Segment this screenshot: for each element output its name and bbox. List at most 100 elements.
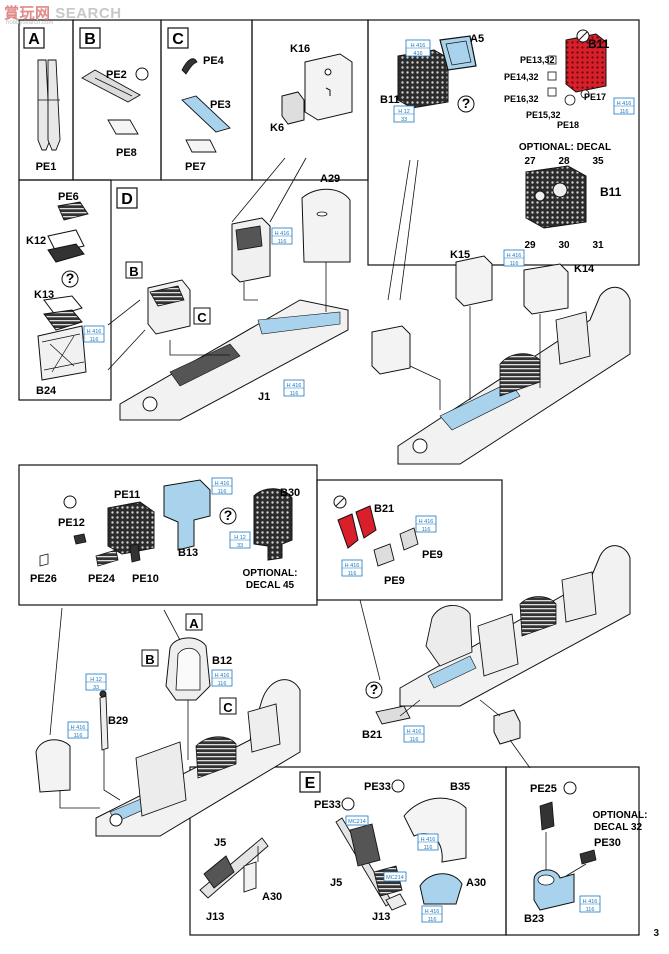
ref-box-b-d — [125, 261, 143, 279]
optional-decal-32-l2: DECAL 32 — [594, 822, 643, 833]
paint-callout-h416-pe17: H 416 116 — [613, 97, 635, 115]
label-j5-b: J5 — [330, 877, 342, 889]
label-pe6: PE6 — [58, 191, 79, 203]
label-pe26: PE26 — [30, 573, 57, 585]
part-b30-panel — [253, 488, 293, 561]
part-k12 — [47, 229, 85, 263]
svg-text:116: 116 — [290, 391, 299, 397]
label-pe10: PE10 — [132, 573, 159, 585]
paint-callout-h416-b35: H 416 116 — [417, 833, 439, 851]
svg-text:116: 116 — [428, 917, 437, 923]
label-pe25: PE25 — [530, 783, 557, 795]
svg-text:H 12: H 12 — [90, 677, 102, 683]
label-pe8: PE8 — [116, 147, 137, 159]
paint-callout-h416-pe9: H 416 116 — [415, 515, 437, 533]
question-icon — [219, 507, 237, 525]
part-cockpit-assembly-left — [95, 679, 301, 837]
svg-text:H 416: H 416 — [419, 519, 434, 525]
part-k16 — [304, 53, 353, 121]
part-pe3 — [181, 95, 231, 133]
label-k13: K13 — [34, 289, 54, 301]
label-pe18: PE18 — [557, 120, 579, 130]
svg-text:A: A — [28, 31, 40, 48]
paint-callout-h416-j1: H 416 116 — [283, 379, 305, 397]
label-b30: B30 — [280, 487, 300, 499]
svg-text:H 416: H 416 — [71, 725, 86, 731]
svg-text:B: B — [84, 31, 96, 48]
bend-icon — [391, 779, 405, 793]
part-pe8 — [107, 119, 139, 135]
part-rudder-bracket — [493, 709, 521, 745]
label-j13-a: J13 — [206, 911, 224, 923]
svg-text:33: 33 — [237, 543, 243, 549]
paint-callout-h12-b11: H 12 33 — [393, 105, 415, 123]
question-icon — [61, 270, 79, 288]
assembly-leaders-e — [257, 832, 587, 877]
paint-callout-h416-b13: H 416 116 — [211, 477, 233, 495]
svg-text:H 416: H 416 — [345, 563, 360, 569]
part-pe24 — [95, 549, 119, 567]
optional-decal-title: OPTIONAL: DECAL — [519, 142, 611, 153]
paint-callout-h416-b21b: H 416 116 — [403, 725, 425, 743]
part-b11-decal-panel — [525, 165, 587, 229]
svg-text:H 416: H 416 — [275, 231, 290, 237]
svg-text:116: 116 — [422, 527, 431, 533]
paint-callout-mc214-a: MC214 — [345, 815, 369, 826]
part-pe30 — [579, 849, 597, 865]
decal-27: 27 — [524, 156, 536, 167]
label-k15: K15 — [450, 249, 470, 261]
svg-text:MC214: MC214 — [348, 819, 366, 825]
step-label-e: E — [299, 771, 321, 793]
svg-text:H 416: H 416 — [411, 43, 426, 49]
label-pe3: PE3 — [210, 99, 231, 111]
label-pe13-32: PE13,32 — [520, 55, 555, 65]
svg-text:116: 116 — [410, 737, 419, 743]
part-pe4 — [181, 58, 198, 75]
paint-callout-mc214-b: MC214 — [383, 871, 407, 882]
label-pe16-32: PE16,32 — [504, 94, 539, 104]
paint-callout-h12-b29: H 12 33 — [85, 673, 107, 691]
part-pe6 — [57, 201, 89, 221]
label-j5-a: J5 — [214, 837, 226, 849]
decal-29: 29 — [524, 240, 536, 251]
bend-icon — [135, 67, 149, 81]
assembly-leaders-left — [49, 607, 189, 809]
part-b29-stick — [99, 690, 109, 751]
part-pe2 — [81, 69, 141, 103]
part-side-panel-d — [371, 325, 411, 375]
svg-text:C: C — [223, 700, 233, 715]
part-b35-cover — [403, 797, 467, 863]
part-b23 — [533, 869, 575, 911]
paint-callout-h416-k14: H 416 116 — [503, 249, 525, 267]
label-pe24: PE24 — [88, 573, 116, 585]
svg-text:H 416: H 416 — [215, 673, 230, 679]
bend-icon — [341, 797, 355, 811]
label-a5: A5 — [470, 33, 484, 45]
svg-text:MC214: MC214 — [386, 875, 404, 881]
bend-icon — [563, 781, 577, 795]
ref-box-a — [185, 613, 203, 631]
optional-decal-45-l2: DECAL 45 — [246, 580, 295, 591]
label-pe33-b: PE33 — [314, 799, 341, 811]
svg-text:116: 116 — [348, 571, 357, 577]
part-b21-pedals — [375, 705, 411, 725]
paint-callout-h416-b12: H 416 116 — [211, 669, 233, 687]
panel-borders — [18, 19, 640, 936]
part-b11-panel — [397, 49, 449, 109]
label-pe30: PE30 — [594, 837, 621, 849]
decal-28: 28 — [558, 156, 570, 167]
svg-text:H 416: H 416 — [407, 729, 422, 735]
question-mark-2: ? — [66, 270, 75, 286]
part-pe17-panel — [565, 33, 607, 93]
label-b11-a: B11 — [380, 94, 400, 106]
part-j1-floor — [119, 299, 349, 421]
part-cockpit-assembly-d — [397, 286, 631, 465]
label-b24: B24 — [36, 385, 57, 397]
svg-text:116: 116 — [218, 489, 227, 495]
label-pe33-a: PE33 — [364, 781, 391, 793]
svg-text:B: B — [145, 652, 154, 667]
part-a30-cover — [419, 873, 463, 905]
svg-text:116: 116 — [620, 109, 629, 115]
